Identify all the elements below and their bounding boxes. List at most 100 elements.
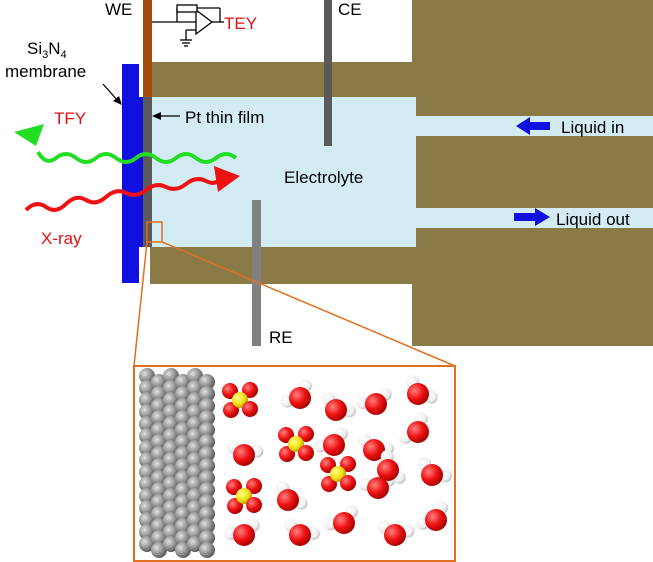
pt-atom xyxy=(187,524,203,540)
pt-atom xyxy=(139,500,155,516)
oxygen-atom xyxy=(325,399,347,421)
pt-atom xyxy=(199,518,215,534)
pt-atom xyxy=(151,530,167,546)
pt-atom xyxy=(187,476,203,492)
re-label: RE xyxy=(269,328,293,347)
pt-atom xyxy=(139,392,155,408)
pt-atom xyxy=(151,542,167,558)
oxygen-atom xyxy=(233,444,255,466)
oxygen-atom xyxy=(407,421,429,443)
ce-label: CE xyxy=(338,0,362,19)
membrane-pointer-arrow xyxy=(102,83,122,105)
pt-atom xyxy=(175,494,191,510)
pt-atom xyxy=(139,488,155,504)
pt-atom xyxy=(199,494,215,510)
pt-atom xyxy=(139,452,155,468)
pt-atom xyxy=(175,410,191,426)
oxygen-atom xyxy=(277,489,299,511)
pt-atom xyxy=(199,506,215,522)
counter-electrode xyxy=(324,0,332,146)
oxygen-atom xyxy=(407,383,429,405)
pt-atom xyxy=(163,500,179,516)
pt-atom xyxy=(139,524,155,540)
pt-atom xyxy=(175,530,191,546)
pt-atom xyxy=(199,470,215,486)
cell-right-column xyxy=(412,0,653,346)
pt-atom xyxy=(139,380,155,396)
pt-atom xyxy=(163,440,179,456)
pt-atom xyxy=(151,482,167,498)
zoom-source-box xyxy=(146,221,163,243)
tfy-label: TFY xyxy=(54,109,86,128)
oxygen-atom xyxy=(233,524,255,546)
pt-atom xyxy=(175,386,191,402)
pt-atom xyxy=(187,380,203,396)
si3n4-label: Si3N4 xyxy=(27,39,67,61)
pt-atom xyxy=(199,410,215,426)
pt-atom xyxy=(163,404,179,420)
pt-atom xyxy=(151,494,167,510)
pt-atom xyxy=(139,536,155,552)
pt-atom xyxy=(151,446,167,462)
xray-label: X-ray xyxy=(41,229,82,248)
pt-atom xyxy=(139,416,155,432)
pt-atom xyxy=(199,422,215,438)
oxygen-atom xyxy=(289,524,311,546)
pt-atom xyxy=(139,368,155,384)
pt-atom xyxy=(199,434,215,450)
pt-atom xyxy=(163,512,179,528)
pt-atom xyxy=(163,380,179,396)
pt-atom xyxy=(151,398,167,414)
pt-atom xyxy=(187,392,203,408)
pt-atom xyxy=(163,368,179,384)
pt-thin-film xyxy=(143,97,152,247)
cell-body xyxy=(150,0,653,346)
oxygen-atom xyxy=(242,382,258,398)
pt-atom xyxy=(139,464,155,480)
tey-label: TEY xyxy=(224,14,257,33)
pt-atom xyxy=(199,482,215,498)
pt-atom xyxy=(187,464,203,480)
liquid-out-label: Liquid out xyxy=(556,210,630,229)
pt-atom xyxy=(163,524,179,540)
pt-atom xyxy=(175,458,191,474)
pt-atom xyxy=(199,530,215,546)
pt-atom xyxy=(187,500,203,516)
oxygen-atom xyxy=(421,464,443,486)
oxygen-atom xyxy=(365,393,387,415)
oxygen-atom xyxy=(323,434,345,456)
oxygen-atom xyxy=(333,512,355,534)
pt-atom xyxy=(163,476,179,492)
tfy-wave-arrow xyxy=(14,124,238,164)
pt-atom xyxy=(187,512,203,528)
reference-electrode xyxy=(252,200,261,346)
pt-atom xyxy=(175,398,191,414)
pt-atom xyxy=(199,374,215,390)
pt-atom xyxy=(139,404,155,420)
pt-atom xyxy=(187,452,203,468)
pt-atom xyxy=(151,422,167,438)
oxygen-atom xyxy=(425,509,447,531)
xray-wave-arrow xyxy=(24,166,240,212)
pt-atom xyxy=(151,470,167,486)
working-electrode xyxy=(143,0,152,97)
pt-atom xyxy=(175,470,191,486)
pt-atom xyxy=(163,416,179,432)
pt-atom xyxy=(163,428,179,444)
tey-amplifier-icon xyxy=(152,4,224,47)
oxygen-atom xyxy=(340,456,356,472)
pt-atom xyxy=(187,428,203,444)
molecular-inset xyxy=(139,368,452,558)
pt-atom xyxy=(163,392,179,408)
pt-atom xyxy=(187,368,203,384)
pt-atom xyxy=(175,374,191,390)
pt-atom xyxy=(175,542,191,558)
pt-atom xyxy=(175,434,191,450)
pt-atom xyxy=(175,506,191,522)
pt-atom xyxy=(175,422,191,438)
pt-atom xyxy=(187,440,203,456)
pt-atom xyxy=(151,386,167,402)
oxygen-atom xyxy=(340,475,356,491)
pt-atom xyxy=(199,386,215,402)
